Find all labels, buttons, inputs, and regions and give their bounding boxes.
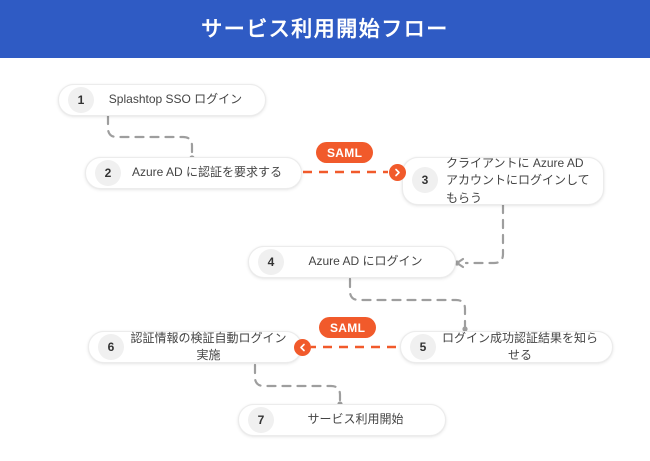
step-label: Azure AD にログイン xyxy=(308,254,423,269)
flow-node-4[interactable]: 4 Azure AD にログイン xyxy=(248,246,456,278)
flow-node-6[interactable]: 6 認証情報の検証自動ログイン実施 xyxy=(88,331,302,363)
step-label: クライアントに Azure AD アカウントにログインしてもらう xyxy=(446,155,590,205)
step-number-badge: 2 xyxy=(95,160,121,186)
arrow-right-icon xyxy=(389,164,406,181)
flow-node-2[interactable]: 2 Azure AD に認証を要求する xyxy=(85,157,302,189)
step-number-badge: 5 xyxy=(410,334,436,360)
step-number-badge: 7 xyxy=(248,407,274,433)
flow-node-7[interactable]: 7 サービス利用開始 xyxy=(238,404,446,436)
step-number-badge: 6 xyxy=(98,334,124,360)
step-number-badge: 3 xyxy=(412,167,438,193)
page-title: サービス利用開始フロー xyxy=(201,17,449,41)
saml-badge-top: SAML xyxy=(316,142,374,163)
step-number-badge: 1 xyxy=(68,87,94,113)
step-label: Azure AD に認証を要求する xyxy=(131,165,283,180)
flow-node-3[interactable]: 3 クライアントに Azure AD アカウントにログインしてもらう xyxy=(402,155,604,205)
step-number-badge: 4 xyxy=(258,249,284,275)
arrow-left-icon xyxy=(294,339,311,356)
flow-node-1[interactable]: 1 Splashtop SSO ログイン xyxy=(58,84,266,116)
header-bar: サービス利用開始フロー xyxy=(0,0,650,58)
step-label: ログイン成功認証結果を知らせる xyxy=(441,330,598,362)
saml-badge-bottom: SAML xyxy=(319,317,377,338)
step-label: サービス利用開始 xyxy=(307,412,404,427)
step-label: Splashtop SSO ログイン xyxy=(108,92,243,107)
step-label: 認証情報の検証自動ログイン実施 xyxy=(130,330,287,362)
flow-node-5[interactable]: 5 ログイン成功認証結果を知らせる xyxy=(400,331,613,363)
